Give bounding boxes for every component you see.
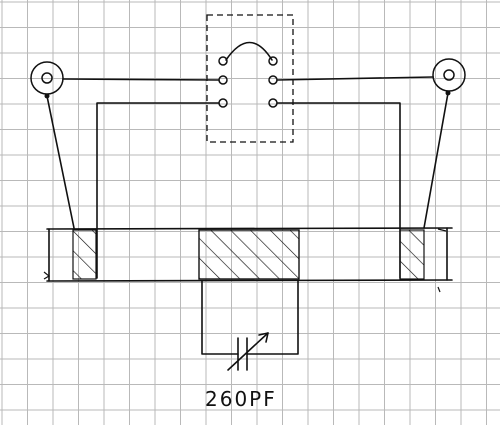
switch-pin-right-2 xyxy=(268,75,278,85)
wire-right-terminal-to-switch xyxy=(276,76,434,81)
capacitor-adjust-arrow xyxy=(227,332,269,371)
switch-link-arc xyxy=(225,41,273,61)
plate-bottom-edge xyxy=(46,279,453,282)
wire-left-terminal-lead xyxy=(46,95,75,229)
plate-bar xyxy=(43,227,453,293)
plate-top-edge xyxy=(46,227,453,230)
right-terminal-inner xyxy=(443,69,455,81)
switch-box-outline xyxy=(206,14,294,143)
capacitor-value-label: 260PF xyxy=(205,387,277,411)
plate-right-tick-bottom xyxy=(437,286,441,293)
wire-switch-right-down xyxy=(276,102,401,279)
left-terminal xyxy=(30,61,64,99)
wire-right-terminal-lead xyxy=(423,92,449,229)
plate-right-tick-top xyxy=(437,228,447,232)
right-terminal-outer xyxy=(432,58,466,92)
switch-pin-left-2 xyxy=(218,75,228,85)
left-terminal-inner xyxy=(41,72,53,84)
hatched-region-right xyxy=(399,229,425,280)
hatched-region-left xyxy=(72,229,97,280)
switch-pin-left-3 xyxy=(218,98,228,108)
variable-capacitor xyxy=(201,280,299,371)
switch-pin-left-1 xyxy=(218,56,228,66)
right-terminal xyxy=(432,58,466,96)
capacitor-lead-left xyxy=(201,280,239,355)
switch-pin-right-1 xyxy=(268,56,278,66)
hatched-region-center xyxy=(198,229,300,280)
capacitor-arrow-head xyxy=(258,332,269,343)
capacitor-lead-right xyxy=(246,280,299,355)
wire-left-terminal-to-switch xyxy=(62,78,220,81)
plate-left-tick xyxy=(43,271,51,280)
switch-pin-right-3 xyxy=(268,98,278,108)
wiring xyxy=(46,76,449,279)
wire-switch-left-down xyxy=(96,102,220,279)
